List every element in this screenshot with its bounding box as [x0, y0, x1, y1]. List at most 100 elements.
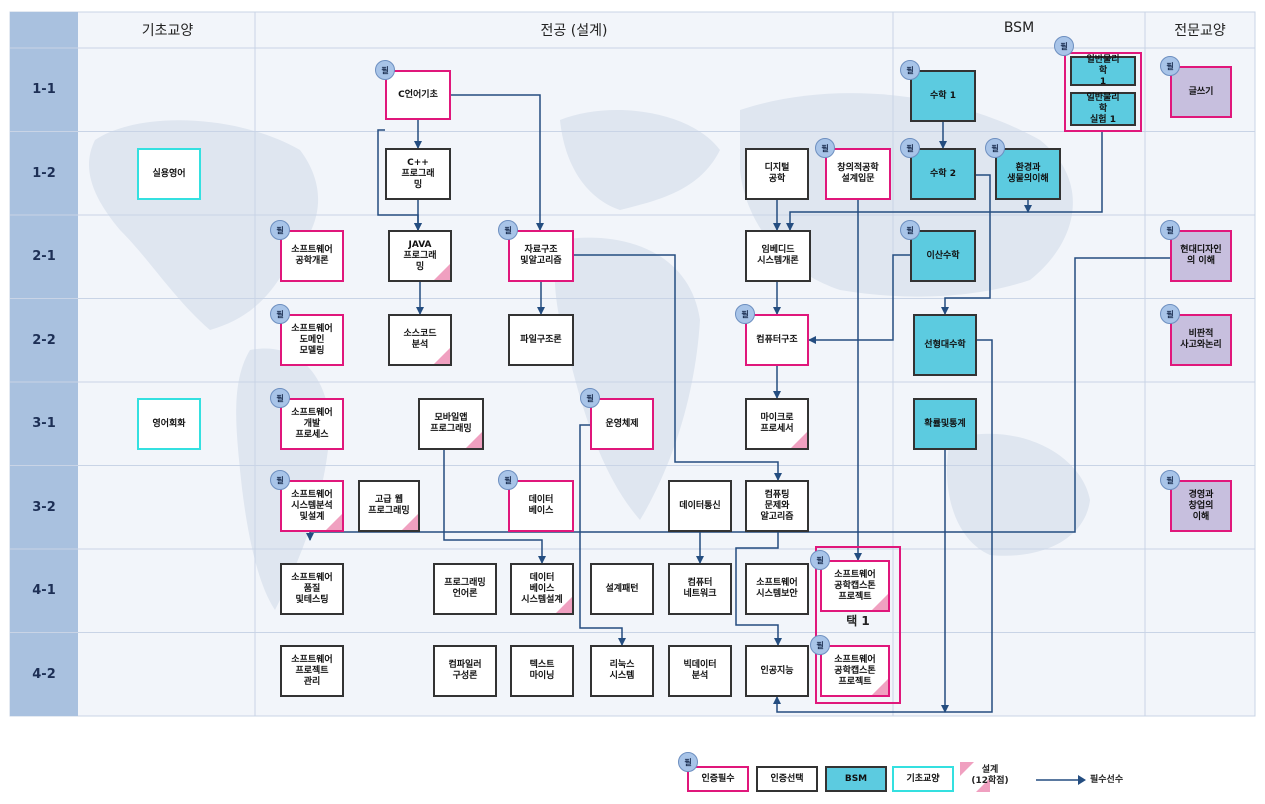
prerequisite-arrow — [786, 130, 1103, 231]
column-header: 기초교양 — [141, 23, 194, 39]
course-domain: 소프트웨어 도메인 모델링 — [280, 314, 344, 366]
course-label: 컴퓨팅 문제와 알고리즘 — [760, 489, 794, 522]
course-label: 빅데이터 분석 — [683, 660, 717, 681]
course-micro: 마이크로 프로세서 — [745, 398, 809, 450]
course-quality: 소프트웨어 품질 및테스팅 — [280, 563, 344, 615]
prerequisite-arrow — [574, 254, 782, 481]
course-db: 데이터 베이스 — [508, 480, 574, 532]
required-badge-icon: 필 — [985, 138, 1005, 158]
course-label: 소스코드 분석 — [403, 329, 437, 350]
required-badge-icon: 필 — [810, 550, 830, 570]
course-label: 모바일앱 프로그래밍 — [430, 413, 472, 434]
course-label: C언어기초 — [398, 89, 438, 100]
required-badge-icon: 필 — [735, 304, 755, 324]
course-linux: 리눅스 시스템 — [590, 645, 654, 697]
column-header: 전공 (설계) — [540, 23, 608, 39]
required-badge-icon: 필 — [498, 220, 518, 240]
course-network: 컴퓨터 네트워크 — [668, 563, 732, 615]
design-corner-triangle-icon — [402, 514, 418, 530]
course-label: 텍스트 마이닝 — [529, 660, 555, 681]
legend-general-label: 기초교양 — [906, 773, 940, 784]
design-corner-triangle-icon — [872, 679, 888, 695]
semester-column — [10, 12, 78, 716]
semester-label: 2-2 — [32, 332, 56, 348]
design-corner-triangle-icon — [791, 432, 807, 448]
legend-arrow-label: 필수선수 — [1090, 775, 1124, 785]
course-plang: 프로그래밍 언어론 — [433, 563, 497, 615]
course-security: 소프트웨어 시스템보안 — [745, 563, 809, 615]
course-label: 자료구조 및알고리즘 — [520, 245, 562, 266]
course-c-lang: C언어기초 — [385, 70, 451, 120]
course-java: JAVA 프로그래 밍 — [388, 230, 452, 282]
column-header: BSM — [1003, 20, 1035, 36]
course-sw-eng: 소프트웨어 공학개론 — [280, 230, 344, 282]
course-label: 고급 웹 프로그래밍 — [368, 495, 410, 516]
capstone-choice-group — [815, 546, 901, 704]
course-label: 데이터 베이스 시스템설계 — [521, 572, 563, 605]
course-label: 글쓰기 — [1188, 86, 1214, 97]
course-physics1: 일반물리 학 1 — [1070, 55, 1136, 87]
capstone-choice-label: 택 1 — [846, 614, 870, 628]
world-map-decoration — [89, 93, 1090, 610]
course-capstone2: 소프트웨어 공학캡스톤 프로젝트 — [820, 645, 890, 697]
prerequisite-arrow — [941, 174, 991, 315]
design-corner-triangle-icon — [326, 514, 342, 530]
course-label: 소프트웨어 개발 프로세스 — [291, 407, 333, 440]
course-file: 파일구조론 — [508, 314, 574, 366]
course-analysis: 소프트웨어 시스템분석 및설계 — [280, 480, 344, 532]
column-header: 전문교양 — [1174, 23, 1226, 39]
design-corner-triangle-icon — [434, 264, 450, 280]
required-badge-icon: 필 — [1160, 304, 1180, 324]
course-label: 수학 2 — [930, 168, 956, 179]
legend-required-label: 인증필수 — [701, 773, 735, 784]
physics-required-group — [1064, 52, 1142, 132]
course-pattern: 설계패턴 — [590, 563, 654, 615]
legend-bsm-label: BSM — [844, 773, 868, 784]
course-label: 소프트웨어 도메인 모델링 — [291, 323, 333, 356]
required-badge-icon: 필 — [270, 388, 290, 408]
course-env: 환경과 생물의이해 — [995, 148, 1061, 200]
course-compiler: 컴파일러 구성론 — [433, 645, 497, 697]
course-label: 환경과 생물의이해 — [1007, 163, 1049, 184]
required-badge-icon: 필 — [580, 388, 600, 408]
legend: 인증필수 필 인증선택 BSM 기초교양 설계 (12학점) 필수선수 — [678, 752, 1160, 796]
course-label: 컴파일러 구성론 — [448, 660, 482, 681]
required-badge-icon: 필 — [270, 220, 290, 240]
semester-label: 4-1 — [32, 583, 56, 598]
course-math2: 수학 2 — [910, 148, 976, 200]
semester-label: 3-1 — [32, 416, 56, 431]
course-venture: 경영과 창업의 이해 — [1170, 480, 1232, 532]
course-discrete: 이산수학 — [910, 230, 976, 282]
course-os: 운영체제 — [590, 398, 654, 450]
course-embedded: 임베디드 시스템개론 — [745, 230, 811, 282]
course-pm: 소프트웨어 프로젝트 관리 — [280, 645, 344, 697]
prerequisite-arrow — [773, 339, 993, 713]
required-badge-icon: 필 — [678, 752, 698, 772]
course-label: 소프트웨어 공학캡스톤 프로젝트 — [834, 569, 876, 602]
course-bigdata: 빅데이터 분석 — [668, 645, 732, 697]
course-label: 디지털 공학 — [764, 163, 790, 184]
course-label: 선형대수학 — [924, 339, 966, 350]
semester-label: 4-2 — [32, 666, 56, 682]
required-badge-icon: 필 — [900, 138, 920, 158]
course-label: 소프트웨어 시스템보안 — [756, 578, 798, 599]
course-label: 소프트웨어 시스템분석 및설계 — [291, 489, 333, 522]
course-writing: 글쓰기 — [1170, 66, 1232, 118]
required-badge-icon: 필 — [270, 470, 290, 490]
course-label: 파일구조론 — [520, 334, 562, 345]
required-badge-icon: 필 — [1160, 56, 1180, 76]
course-physlab1: 일반물리 학 실험 1 — [1070, 92, 1136, 126]
course-design-und: 현대디자인 의 이해 — [1170, 230, 1232, 282]
semester-label: 1-2 — [32, 165, 56, 181]
course-label: 리눅스 시스템 — [609, 660, 635, 681]
course-english: 실용영어 — [137, 148, 201, 200]
course-label: C++ 프로그래 밍 — [401, 157, 435, 190]
course-computing: 컴퓨팅 문제와 알고리즘 — [745, 480, 809, 532]
course-dbsys: 데이터 베이스 시스템설계 — [510, 563, 574, 615]
required-badge-icon: 필 — [498, 470, 518, 490]
required-badge-icon: 필 — [810, 635, 830, 655]
course-ai: 인공지능 — [745, 645, 809, 697]
course-source: 소스코드 분석 — [388, 314, 452, 366]
course-label: 프로그래밍 언어론 — [444, 578, 486, 599]
